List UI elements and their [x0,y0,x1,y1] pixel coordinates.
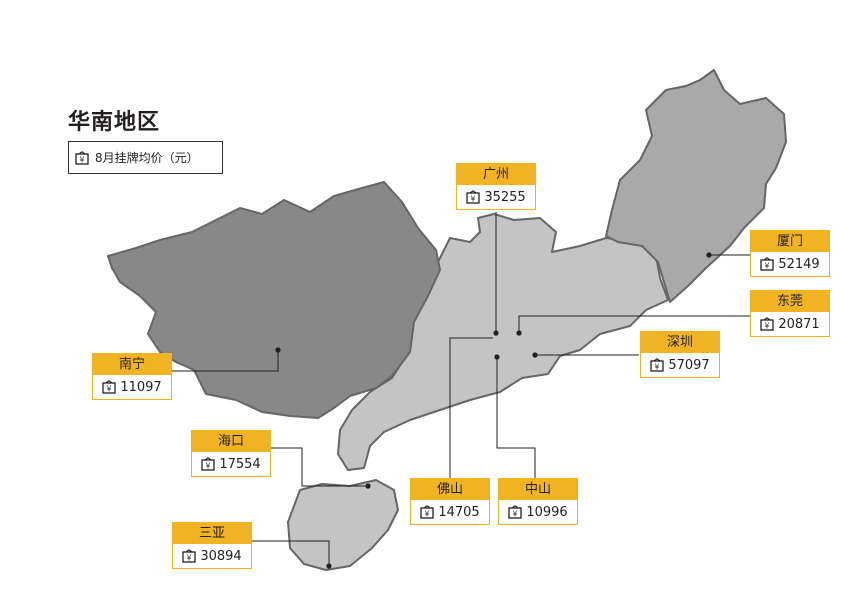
city-tag-dongguan: 东莞 ¥20871 [750,290,830,337]
city-price: 30894 [200,548,242,564]
svg-text:¥: ¥ [206,461,211,470]
city-name: 海口 [192,431,270,452]
city-price: 11097 [120,379,162,395]
svg-text:¥: ¥ [765,321,770,330]
svg-text:¥: ¥ [80,155,85,164]
city-tag-guangzhou: 广州 ¥35255 [456,163,536,210]
city-tag-foshan: 佛山 ¥14705 [410,478,490,525]
city-dot-zhongshan [494,354,500,360]
svg-text:¥: ¥ [471,194,476,203]
city-tag-haikou: 海口 ¥17554 [191,430,271,477]
city-dot-shenzhen [532,352,538,358]
city-price: 57097 [668,357,710,373]
city-price: 17554 [219,456,261,472]
city-name: 厦门 [751,231,829,252]
city-dot-nanning [275,347,281,353]
price-tag-icon: ¥ [420,505,434,519]
city-price: 14705 [438,504,480,520]
city-dot-guangzhou [493,330,499,336]
city-price: 52149 [778,256,820,272]
price-tag-icon: ¥ [760,257,774,271]
city-dot-haikou [365,483,371,489]
city-price: 20871 [778,316,820,332]
leader-line-foshan [449,337,493,478]
svg-text:¥: ¥ [187,553,192,562]
region-hainan [287,479,399,571]
price-tag-icon: ¥ [650,358,664,372]
city-price: 35255 [484,189,526,205]
price-tag-icon: ¥ [201,457,215,471]
leader-line-dongguan [518,315,750,333]
city-dot-sanya [326,563,332,569]
city-price: 10996 [526,504,568,520]
city-name: 三亚 [173,523,251,544]
city-name: 南宁 [93,354,171,375]
city-tag-nanning: 南宁 ¥11097 [92,353,172,400]
city-name: 深圳 [641,332,719,353]
leader-line-nanning [170,350,279,372]
svg-text:¥: ¥ [107,384,112,393]
region-guangxi [107,181,441,419]
svg-text:¥: ¥ [765,261,770,270]
city-name: 广州 [457,164,535,185]
svg-text:¥: ¥ [425,509,430,518]
price-tag-icon: ¥ [102,380,116,394]
city-dot-xiamen [706,252,712,258]
price-tag-icon: ¥ [466,190,480,204]
leader-line-zhongshan [496,357,536,478]
city-name: 东莞 [751,291,829,312]
city-tag-shenzhen: 深圳 ¥57097 [640,331,720,378]
legend: ¥ 8月挂牌均价（元） [68,141,223,174]
svg-text:¥: ¥ [513,509,518,518]
city-tag-zhongshan: 中山 ¥10996 [498,478,578,525]
region-fujian [605,69,787,303]
city-tag-sanya: 三亚 ¥30894 [172,522,252,569]
leader-line-sanya [250,540,330,566]
city-dot-dongguan [516,330,522,336]
price-tag-icon: ¥ [182,549,196,563]
city-name: 佛山 [411,479,489,500]
price-tag-icon: ¥ [760,317,774,331]
region-guangdong [337,213,669,471]
svg-text:¥: ¥ [655,362,660,371]
price-tag-icon: ¥ [508,505,522,519]
city-tag-xiamen: 厦门 ¥52149 [750,230,830,277]
leader-line-haikou [269,447,368,487]
price-tag-icon: ¥ [75,150,89,165]
map-title: 华南地区 [68,110,161,135]
city-name: 中山 [499,479,577,500]
legend-text: 8月挂牌均价（元） [95,151,199,165]
